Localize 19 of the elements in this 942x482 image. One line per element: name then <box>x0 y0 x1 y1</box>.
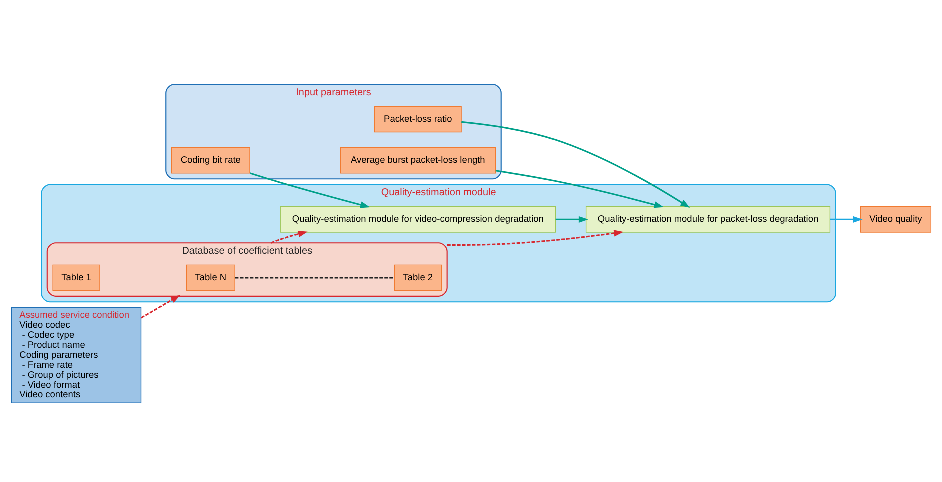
arrow <box>495 170 664 208</box>
arrow <box>555 216 588 224</box>
node-box: Table N <box>186 264 235 292</box>
node-box: Quality-estimation module for packet-loss degradation <box>585 206 830 233</box>
arrow <box>446 230 624 246</box>
node-box: Assumed service condition Video codec - Codec type - Product name Coding parameters - Frame rate - Group of pictures - Video format Video contents <box>11 307 142 404</box>
arrow <box>249 172 370 208</box>
node-box: Table 1 <box>52 264 100 292</box>
node-box: Quality-estimation module for video-compression degradation <box>280 206 556 233</box>
arrow <box>830 216 862 224</box>
node-box: Coding bit rate <box>170 148 250 174</box>
arrow <box>270 230 308 244</box>
node-box: Average burst packet-loss length <box>340 148 496 174</box>
node-box: Video quality <box>860 206 931 233</box>
node-box: Table 2 <box>394 264 442 292</box>
arrow <box>140 295 180 319</box>
connector <box>234 277 394 279</box>
arrow <box>461 121 690 208</box>
node-box: Packet-loss ratio <box>374 106 462 133</box>
